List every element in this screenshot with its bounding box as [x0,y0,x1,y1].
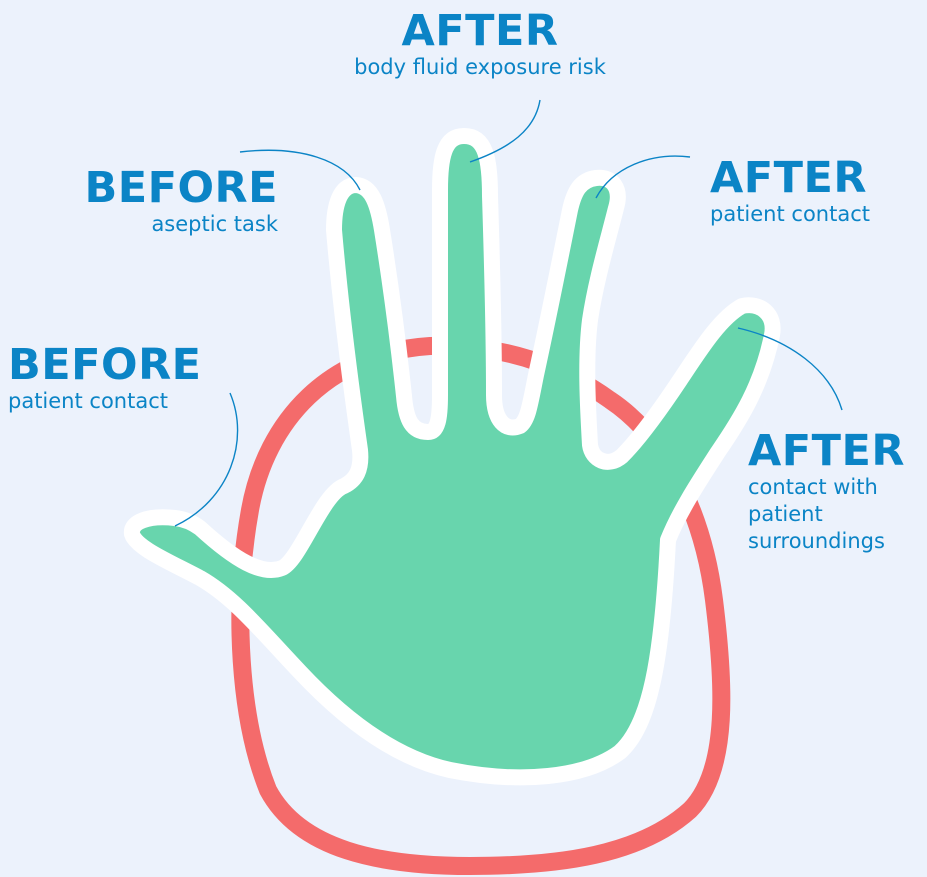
moment-before-aseptic: BEFORE aseptic task [38,165,278,238]
moment-timing: BEFORE [38,165,278,211]
moment-description: contact with patient surroundings [748,474,905,555]
moment-timing: AFTER [748,428,905,474]
moment-after-body-fluid: AFTER body fluid exposure risk [300,8,660,81]
moment-timing: AFTER [710,155,870,201]
moment-after-surroundings: AFTER contact with patient surroundings [748,428,905,555]
moment-timing: BEFORE [8,342,202,388]
moment-timing: AFTER [300,8,660,54]
moment-description: body fluid exposure risk [300,54,660,81]
moment-description: patient contact [710,201,870,228]
moment-before-patient: BEFORE patient contact [8,342,202,415]
moment-after-patient: AFTER patient contact [710,155,870,228]
moment-description: patient contact [8,388,202,415]
moment-description: aseptic task [38,211,278,238]
